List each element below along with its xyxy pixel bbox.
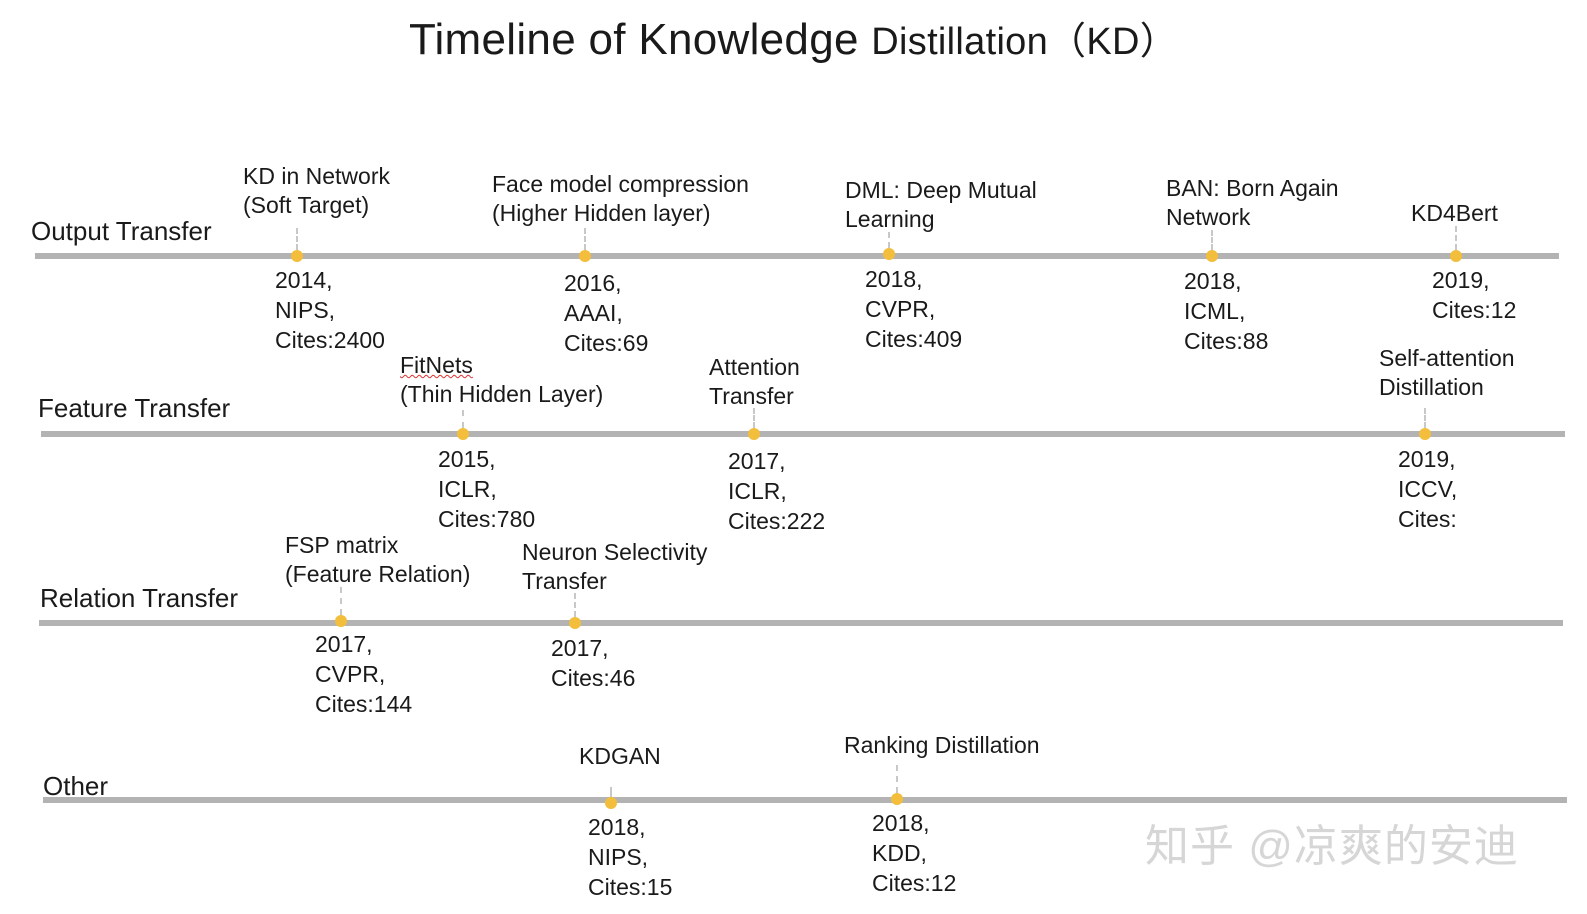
event-connector bbox=[888, 232, 890, 248]
event-title: BAN: Born Again Network bbox=[1166, 175, 1339, 230]
event-details: 2018, NIPS, Cites:15 bbox=[588, 814, 673, 900]
event-connector bbox=[584, 228, 586, 250]
event-title-line2: (Thin Hidden Layer) bbox=[400, 381, 604, 407]
event-details: 2017, ICLR, Cites:222 bbox=[728, 448, 826, 534]
event-details: 2018, CVPR, Cites:409 bbox=[865, 266, 963, 352]
event-marker bbox=[291, 250, 303, 262]
event-marker bbox=[1450, 250, 1462, 262]
event-marker bbox=[1206, 250, 1218, 262]
event-title: KD4Bert bbox=[1411, 200, 1498, 226]
event-connector bbox=[1211, 230, 1213, 250]
event-marker bbox=[579, 250, 591, 262]
event-connector bbox=[1455, 226, 1457, 250]
row-label-feature-transfer: Feature Transfer bbox=[38, 393, 231, 423]
event-connector bbox=[462, 410, 464, 428]
event-title: Self-attention Distillation bbox=[1379, 345, 1515, 400]
event-connector bbox=[340, 587, 342, 615]
title-main: Timeline of Knowledge bbox=[408, 15, 859, 64]
event-marker bbox=[605, 797, 617, 809]
page-title: Timeline of Knowledge Distillation（KD） bbox=[0, 10, 1587, 65]
event-marker bbox=[1419, 428, 1431, 440]
event-marker bbox=[335, 615, 347, 627]
event-title: Face model compression (Higher Hidden la… bbox=[492, 171, 749, 226]
event-title-line1: FitNets bbox=[400, 352, 473, 378]
event-connector bbox=[896, 765, 898, 793]
event-connector bbox=[574, 593, 576, 617]
event-connector bbox=[753, 408, 755, 428]
event-title: Ranking Distillation bbox=[844, 732, 1040, 758]
event-connector bbox=[1424, 408, 1426, 428]
event-details: 2019, Cites:12 bbox=[1432, 267, 1517, 323]
timeline-track-relation bbox=[39, 620, 1563, 626]
event-marker bbox=[883, 248, 895, 260]
timeline-track-other bbox=[43, 797, 1567, 803]
event-details: 2017, Cites:46 bbox=[551, 635, 636, 691]
event-details: 2018, ICML, Cites:88 bbox=[1184, 268, 1269, 354]
row-label-relation-transfer: Relation Transfer bbox=[40, 583, 238, 613]
event-details: 2016, AAAI, Cites:69 bbox=[564, 270, 649, 356]
event-connector bbox=[296, 228, 298, 250]
event-marker bbox=[748, 428, 760, 440]
event-marker bbox=[457, 428, 469, 440]
event-marker bbox=[569, 617, 581, 629]
event-details: 2018, KDD, Cites:12 bbox=[872, 810, 957, 896]
event-title: Neuron Selectivity Transfer bbox=[522, 539, 708, 594]
event-title: FitNets (Thin Hidden Layer) bbox=[400, 351, 603, 409]
event-details: 2019, ICCV, Cites: bbox=[1398, 446, 1458, 532]
event-details: 2017, CVPR, Cites:144 bbox=[315, 631, 413, 717]
event-marker bbox=[891, 793, 903, 805]
timeline-track-output bbox=[35, 253, 1559, 259]
timeline-track-feature bbox=[41, 431, 1565, 437]
event-title: Attention Transfer bbox=[709, 354, 800, 409]
event-connector bbox=[610, 787, 612, 797]
event-details: 2014, NIPS, Cites:2400 bbox=[275, 267, 385, 353]
row-label-other: Other bbox=[43, 771, 109, 801]
title-sub: Distillation（KD） bbox=[871, 21, 1179, 63]
event-title: KD in Network (Soft Target) bbox=[243, 163, 390, 218]
event-details: 2015, ICLR, Cites:780 bbox=[438, 446, 536, 532]
watermark: 知乎 @凉爽的安迪 bbox=[1145, 822, 1519, 871]
event-title: FSP matrix (Feature Relation) bbox=[285, 532, 471, 587]
row-label-output-transfer: Output Transfer bbox=[31, 216, 212, 246]
event-title: KDGAN bbox=[579, 743, 661, 769]
event-title: DML: Deep Mutual Learning bbox=[845, 177, 1037, 232]
